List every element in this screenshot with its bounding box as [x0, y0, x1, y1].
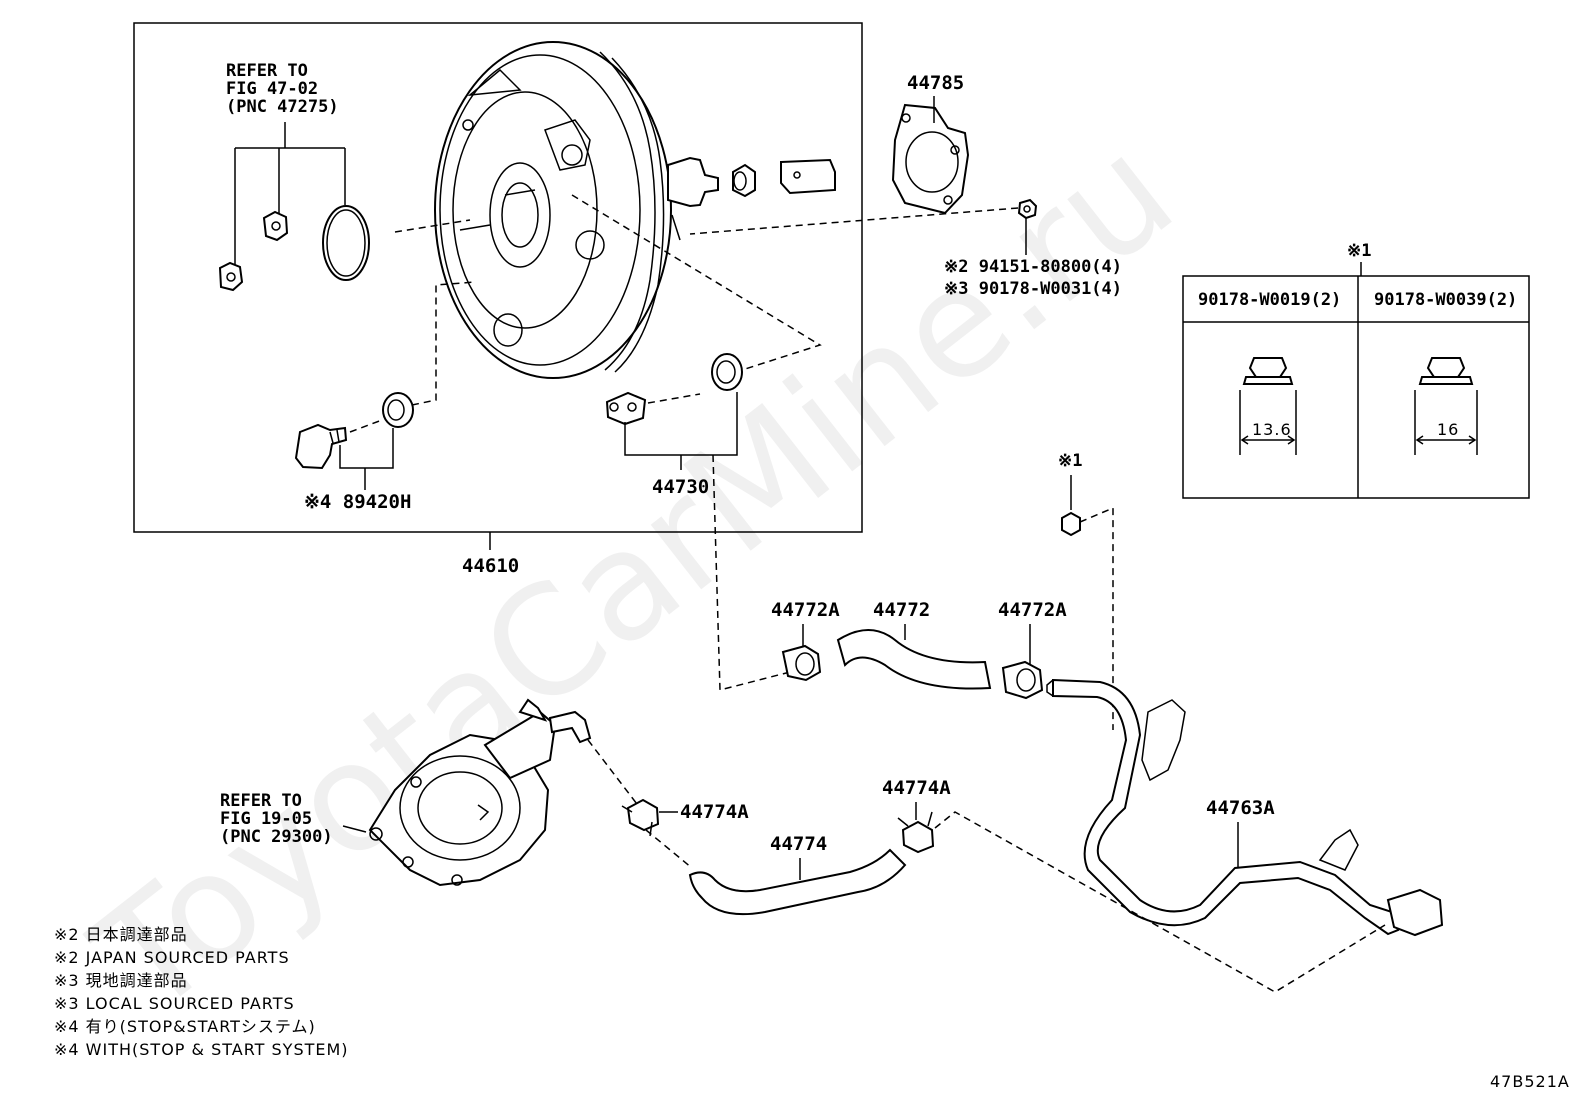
hose-clamp-lower-left[interactable]	[621, 798, 660, 837]
bolt-icon-16	[1414, 357, 1478, 455]
pipe-bracket-bolt[interactable]	[1061, 511, 1081, 537]
bolt-col1-part: 90178-W0019(2)	[1198, 290, 1341, 310]
refer-note-pump-2: FIG 19-05	[220, 809, 312, 829]
footnote-5: ※4 有り(STOP&STARTシステム)	[54, 1017, 316, 1036]
footnote-2: ※2 JAPAN SOURCED PARTS	[54, 948, 290, 967]
sensor-part-number: ※4 89420H	[304, 491, 411, 513]
bolt-table-mark: ※1	[1347, 241, 1371, 261]
footnote-1: ※2 日本調達部品	[54, 925, 188, 944]
ref-mark-bolt: ※1	[1058, 451, 1082, 471]
pressure-sensor[interactable]	[294, 423, 348, 470]
clamp-44772a-right-label: 44772A	[998, 599, 1067, 621]
gasket-part-number: 44785	[907, 72, 964, 123]
vacuum-hose-lower[interactable]	[688, 848, 907, 916]
clamp-44774a-right-label: 44774A	[882, 777, 951, 799]
refer-note-booster-2: FIG 47-02	[226, 79, 318, 99]
pipe-44763a-label: 44763A	[1206, 797, 1275, 819]
svg-text:44785: 44785	[907, 72, 964, 94]
clevis[interactable]	[780, 158, 836, 195]
flange-nut[interactable]	[1017, 198, 1038, 220]
vacuum-pump[interactable]	[368, 698, 592, 887]
hose-44772-label: 44772	[873, 599, 930, 621]
footnote-4: ※3 LOCAL SOURCED PARTS	[54, 994, 295, 1013]
check-valve-grommet[interactable]	[711, 353, 743, 391]
booster-part-number: 44610	[462, 555, 519, 577]
master-cylinder-nut-1[interactable]	[218, 261, 244, 292]
diagram-code: 47B521A	[1490, 1072, 1570, 1091]
bolt-icon-13-6	[1239, 357, 1297, 455]
o-ring[interactable]	[322, 205, 370, 281]
footnote-3: ※3 現地調達部品	[54, 971, 188, 990]
refer-note-pump-1: REFER TO	[220, 791, 302, 811]
clamp-44772a-left-label: 44772A	[771, 599, 840, 621]
pushrod-boot[interactable]	[732, 163, 756, 198]
clamp-44774a-left-label: 44774A	[680, 801, 749, 823]
bolt-col1-dimension: 13.6	[1252, 420, 1292, 439]
bolt-col2-dimension: 16	[1437, 420, 1459, 439]
refer-leader	[234, 122, 346, 265]
bolt-col2-part: 90178-W0039(2)	[1374, 290, 1517, 310]
nut-part-number-2: ※3 90178-W0031(4)	[944, 279, 1122, 299]
vacuum-pipe[interactable]	[1046, 678, 1444, 937]
footnote-6: ※4 WITH(STOP & START SYSTEM)	[54, 1040, 349, 1059]
hose-clamp-right[interactable]	[1001, 660, 1044, 700]
refer-note-pump-3: (PNC 29300)	[220, 827, 333, 847]
hose-clamp-left[interactable]	[781, 644, 822, 682]
master-cylinder-nut-2[interactable]	[262, 210, 289, 242]
brake-booster[interactable]	[434, 41, 719, 379]
booster-assembly-frame	[133, 22, 863, 533]
refer-note-booster-3: (PNC 47275)	[226, 97, 339, 117]
hose-44774-label: 44774	[770, 833, 827, 855]
refer-note-booster-1: REFER TO	[226, 61, 308, 81]
bolt-spec-table	[1182, 275, 1530, 499]
check-valve[interactable]	[605, 391, 647, 426]
vacuum-hose-upper[interactable]	[836, 629, 992, 690]
check-valve-part-number: 44730	[652, 476, 709, 498]
hose-clamp-lower-right[interactable]	[897, 811, 935, 854]
gasket-44785[interactable]	[891, 103, 970, 215]
sensor-grommet[interactable]	[382, 392, 414, 428]
nut-part-number-1: ※2 94151-80800(4)	[944, 257, 1122, 277]
